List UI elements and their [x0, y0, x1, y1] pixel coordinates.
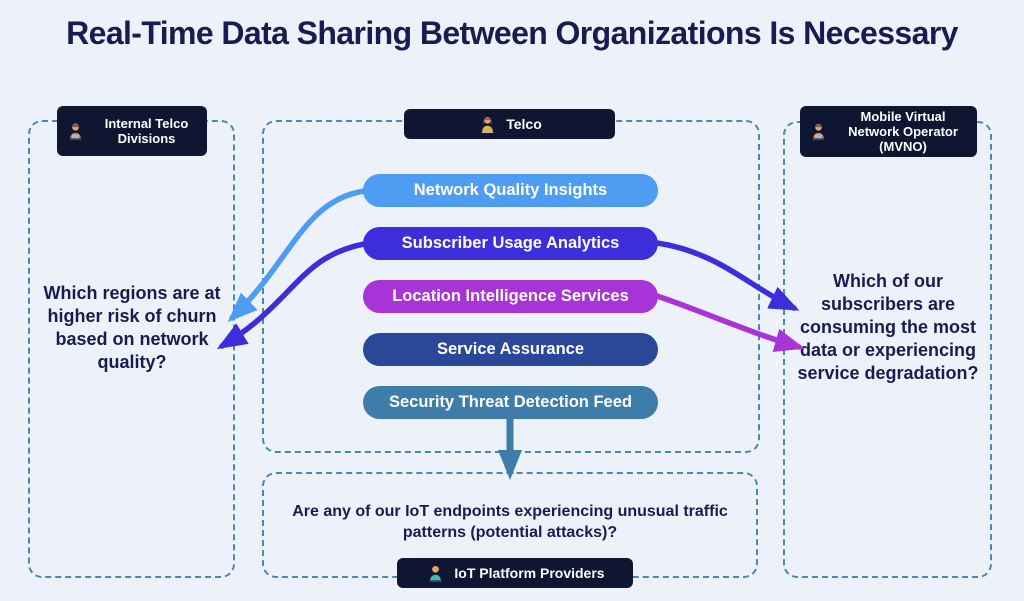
- internal-divisions-question: Which regions are at higher risk of chur…: [43, 283, 221, 373]
- iot-question: Are any of our IoT endpoints experiencin…: [292, 503, 728, 542]
- iot-platform-providers-header: IoT Platform Providers: [397, 558, 633, 588]
- telco-label: Telco: [506, 115, 542, 132]
- person-at-laptop-icon: [481, 116, 495, 133]
- pill-subscriber-usage-analytics: Subscriber Usage Analytics: [363, 227, 658, 260]
- pill-network-quality-insights: Network Quality Insights: [363, 174, 658, 207]
- page-title: Real-Time Data Sharing Between Organizat…: [66, 15, 958, 51]
- mvno-label: Mobile Virtual Network Operator (MVNO): [848, 108, 958, 155]
- person-at-laptop-icon: [429, 565, 443, 582]
- internal-telco-divisions-label: Internal Telco Divisions: [104, 115, 189, 146]
- pill-location-intelligence-services: Location Intelligence Services: [363, 280, 658, 313]
- internal-telco-divisions-header: Internal Telco Divisions: [57, 106, 207, 156]
- mvno-header: Mobile Virtual Network Operator (MVNO): [800, 106, 977, 157]
- iot-platform-providers-label: IoT Platform Providers: [454, 564, 605, 581]
- telco-header: Telco: [404, 109, 615, 139]
- mvno-question: Which of our subscribers are consuming t…: [797, 271, 979, 384]
- person-at-laptop-icon: [68, 122, 83, 140]
- pill-service-assurance: Service Assurance: [363, 333, 658, 366]
- pill-security-threat-detection-feed: Security Threat Detection Feed: [363, 386, 658, 419]
- person-at-laptop-icon: [811, 123, 826, 141]
